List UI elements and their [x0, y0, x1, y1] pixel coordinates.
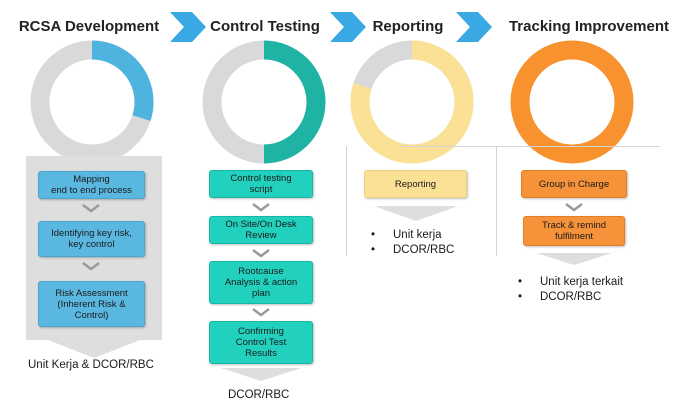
divider	[400, 146, 660, 147]
reporting-step-reporting: Reporting	[364, 170, 467, 198]
stage-title-rcsa-development: RCSA Development	[18, 18, 160, 35]
progress-ring-tracking-improvement	[510, 40, 634, 164]
tracking-step-track-remind: Track & remind fulfilment	[523, 216, 625, 246]
control-step-rootcause: Rootcause Analysis & action plan	[209, 261, 313, 304]
chevron-right-icon	[330, 12, 366, 42]
list-item: DCOR/RBC	[518, 290, 623, 305]
rcsa-step-identifying: Identifying key risk, key control	[38, 221, 145, 257]
reporting-bullet-list: Unit kerja DCOR/RBC	[371, 228, 454, 258]
stage-title-control-testing: Control Testing	[210, 18, 320, 35]
chevron-down-icon	[252, 308, 270, 317]
progress-ring-reporting	[350, 40, 474, 164]
chevron-down-icon	[252, 249, 270, 258]
down-arrow-rcsa	[48, 340, 140, 358]
down-arrow-tracking	[536, 253, 612, 265]
control-step-review: On Site/On Desk Review	[209, 216, 313, 244]
control-step-script: Control testing script	[209, 170, 313, 198]
rcsa-step-mapping: Mapping end to end process	[38, 171, 145, 199]
chevron-down-icon	[82, 262, 100, 271]
down-arrow-control	[221, 368, 301, 381]
rcsa-step-risk-assessment: Risk Assessment (Inherent Risk & Control…	[38, 281, 145, 327]
chevron-right-icon	[170, 12, 206, 42]
divider	[346, 146, 347, 256]
rcsa-footer: Unit Kerja & DCOR/RBC	[28, 359, 154, 371]
list-item: DCOR/RBC	[371, 243, 454, 258]
control-footer: DCOR/RBC	[228, 389, 290, 401]
control-step-confirming: Confirming Control Test Results	[209, 321, 313, 364]
chevron-down-icon	[82, 204, 100, 213]
down-arrow-reporting	[374, 206, 458, 221]
list-item: Unit kerja	[371, 228, 454, 243]
tracking-step-group-in-charge: Group in Charge	[521, 170, 627, 198]
chevron-right-icon	[456, 12, 492, 42]
tracking-bullet-list: Unit kerja terkait DCOR/RBC	[518, 275, 623, 305]
divider	[496, 146, 497, 256]
progress-ring-control-testing	[202, 40, 326, 164]
chevron-down-icon	[565, 203, 583, 212]
progress-ring-rcsa-development	[30, 40, 154, 164]
chevron-down-icon	[252, 203, 270, 212]
stage-title-tracking-improvement: Tracking Improvement	[508, 18, 670, 35]
list-item: Unit kerja terkait	[518, 275, 623, 290]
stage-title-reporting: Reporting	[372, 18, 444, 35]
